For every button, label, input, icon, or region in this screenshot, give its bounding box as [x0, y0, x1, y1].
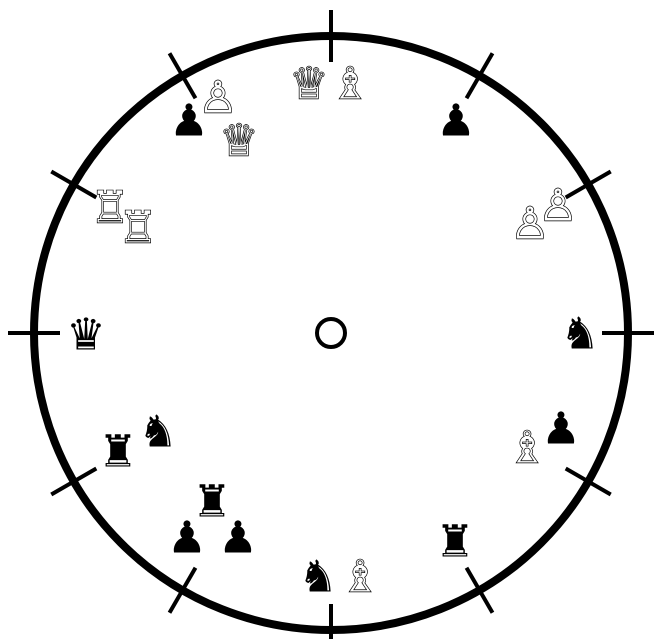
black-pawn-piece[interactable]: ♟: [218, 513, 257, 564]
white-bishop-piece[interactable]: ♗: [330, 59, 369, 110]
board-ring: [34, 36, 628, 630]
white-queen-piece[interactable]: ♕: [289, 59, 328, 110]
white-bishop-piece[interactable]: ♗: [340, 552, 379, 603]
black-rook-piece[interactable]: ♜: [98, 427, 137, 478]
black-pawn-piece[interactable]: ♟: [169, 96, 208, 147]
sector-tick: [51, 469, 96, 495]
sector-tick: [566, 469, 611, 495]
center-marker[interactable]: [317, 319, 345, 347]
sector-tick: [170, 568, 196, 613]
white-pawn-piece[interactable]: ♙: [538, 181, 577, 232]
sector-tick: [170, 53, 196, 98]
white-rook-piece[interactable]: ♖: [118, 203, 157, 254]
black-knight-piece[interactable]: ♞: [298, 552, 337, 603]
black-queen-piece[interactable]: ♛: [66, 310, 105, 361]
black-pawn-piece[interactable]: ♟: [541, 404, 580, 455]
sector-tick: [467, 53, 493, 98]
white-queen-piece[interactable]: ♕: [219, 116, 258, 167]
black-rook-piece[interactable]: ♜: [435, 517, 474, 568]
black-pawn-piece[interactable]: ♟: [167, 513, 206, 564]
pieces-layer: ♕♗♟♙♙♞♗♟♜♞♗♜♟♟♜♞♛♖♖♙♟♕: [66, 59, 599, 603]
black-knight-piece[interactable]: ♞: [138, 407, 177, 458]
black-knight-piece[interactable]: ♞: [560, 309, 599, 360]
sector-tick: [467, 568, 493, 613]
black-pawn-piece[interactable]: ♟: [436, 96, 475, 147]
